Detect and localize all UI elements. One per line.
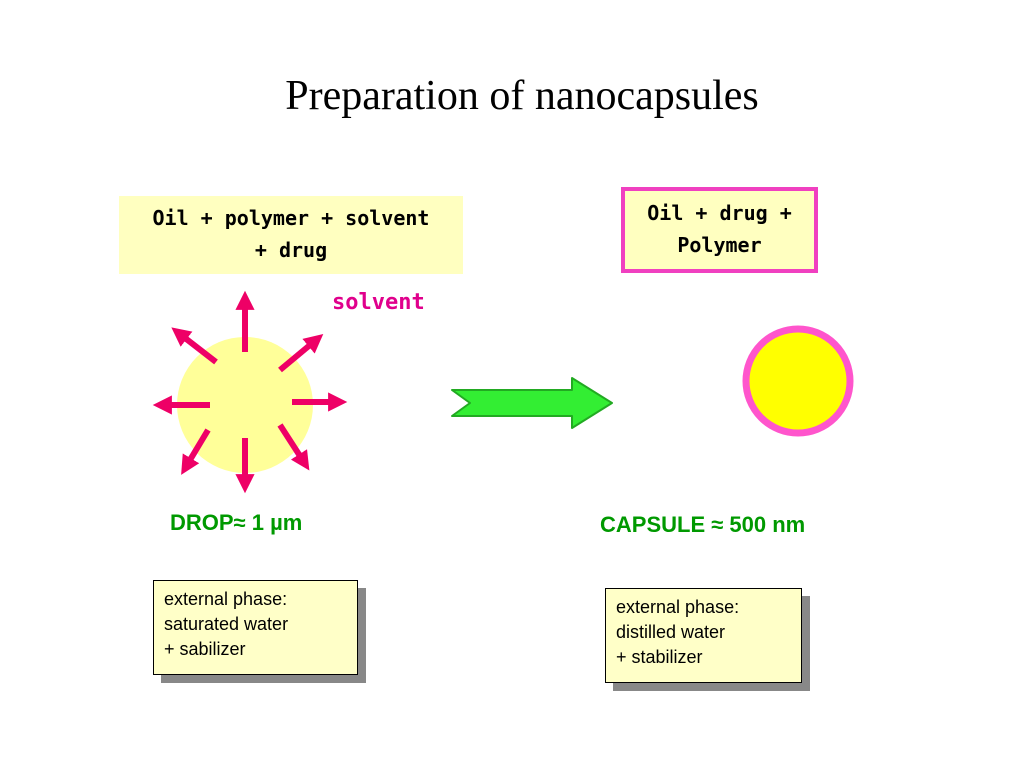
solvent-label: solvent [332, 290, 425, 315]
radial-arrows-icon [152, 290, 348, 494]
oil-polymer-solvent-drug-box: Oil + polymer + solvent + drug [119, 196, 463, 274]
right-note-line3: + stabilizer [616, 647, 703, 667]
left-note-line3: + sabilizer [164, 639, 246, 659]
right-box-line2: Polymer [677, 233, 762, 257]
right-note-line2: distilled water [616, 622, 726, 642]
external-phase-right-note: external phase: distilled water + stabil… [605, 588, 802, 683]
solvent-arrow-upleft [171, 327, 218, 365]
left-note-line1: external phase: [164, 589, 288, 609]
solvent-arrow-downright [277, 423, 310, 471]
process-arrow-icon [451, 377, 613, 429]
page-title: Preparation of nanocapsules [285, 73, 759, 119]
drop-size-label: DROP≈ 1 µm [170, 510, 303, 535]
capsule-circle-icon [742, 325, 854, 437]
solvent-arrow-upright [278, 333, 324, 373]
left-note-line2: saturated water [164, 614, 289, 634]
left-box-line1: Oil + polymer + solvent [152, 206, 430, 230]
oil-drug-polymer-box: Oil + drug + Polymer [621, 187, 818, 273]
right-note-line1: external phase: [616, 597, 740, 617]
right-box-line1: Oil + drug + [647, 201, 792, 225]
drop-circle [177, 337, 313, 473]
solvent-arrow-downleft [181, 428, 211, 475]
external-phase-left-note: external phase: saturated water + sabili… [153, 580, 358, 675]
capsule-size-label: CAPSULE ≈ 500 nm [600, 512, 806, 537]
left-box-line2: + drug [254, 238, 328, 262]
